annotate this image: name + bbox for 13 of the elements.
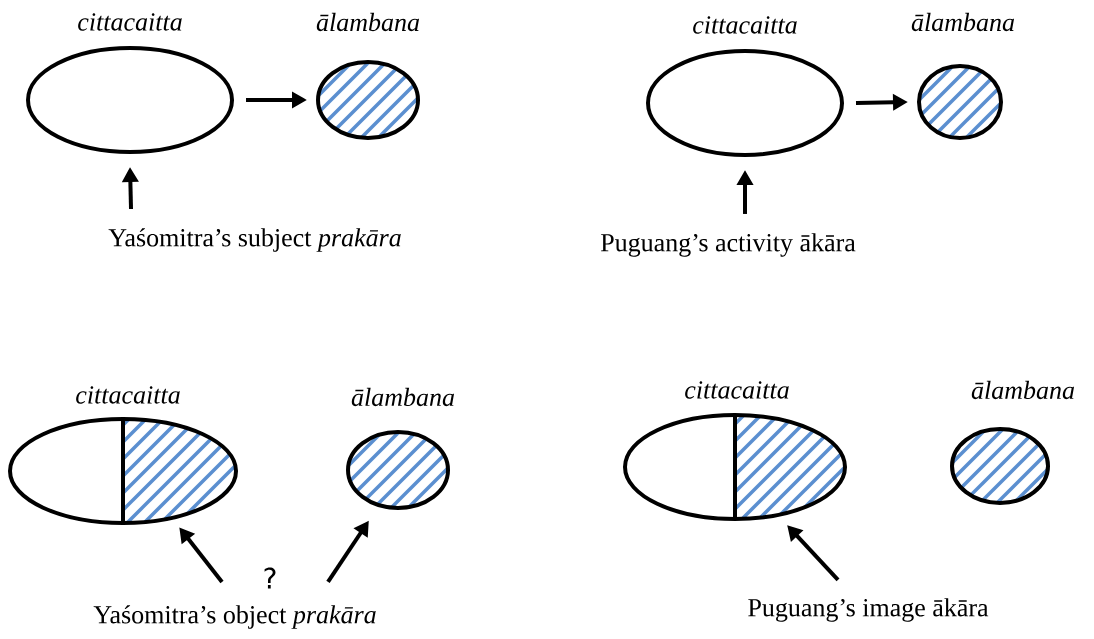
ellipse-heading: cittacaitta bbox=[78, 13, 182, 31]
ellipse-heading: ālambana bbox=[971, 380, 1075, 400]
question-mark: ? bbox=[264, 567, 276, 589]
ellipse-heading: cittacaitta bbox=[685, 381, 789, 399]
ellipse-heading: ālambana bbox=[911, 12, 1015, 32]
ellipse-heading: cittacaitta bbox=[693, 16, 797, 34]
ellipse-heading: cittacaitta bbox=[76, 386, 180, 404]
caption: Puguang’s image ākāra bbox=[748, 598, 989, 622]
caption: Yaśomitra’s object prakāra bbox=[93, 605, 376, 629]
ellipse-heading: ālambana bbox=[316, 12, 420, 32]
ellipse-heading: ālambana bbox=[351, 387, 455, 407]
caption: Yaśomitra’s subject prakāra bbox=[108, 228, 401, 252]
caption: Puguang’s activity ākāra bbox=[600, 233, 856, 257]
